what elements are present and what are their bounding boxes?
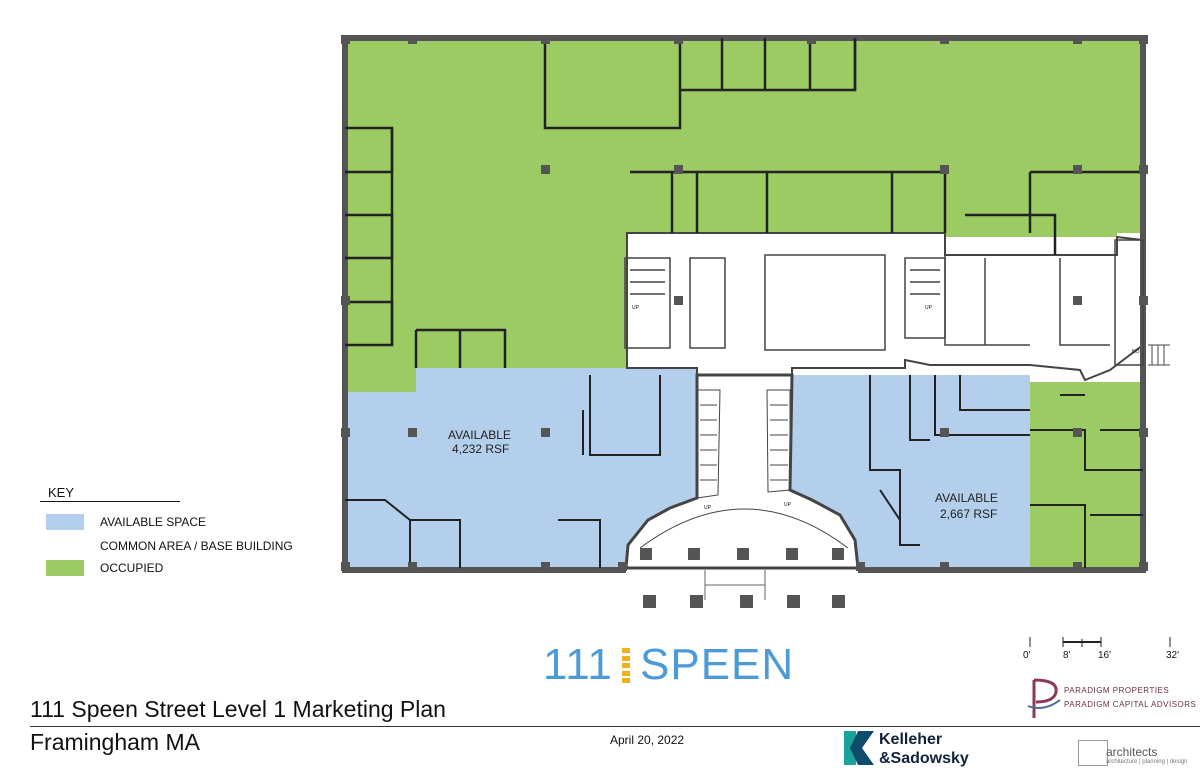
owner-line-1: PARADIGM PROPERTIES: [1064, 686, 1170, 695]
scale-bar: [1029, 637, 1171, 647]
available-east-label: AVAILABLE: [935, 491, 998, 505]
available-area-east: [790, 375, 1030, 568]
plan-location: Framingham MA: [30, 729, 200, 755]
architect-logo-icon: [1078, 740, 1108, 766]
interior-walls-south: [345, 375, 1143, 568]
plan-title: 111 Speen Street Level 1 Marketing Plan: [30, 696, 446, 722]
scale-label-32: 32': [1166, 650, 1180, 661]
available-west-label: AVAILABLE: [448, 428, 511, 442]
owner-line-2: PARADIGM CAPITAL ADVISORS: [1064, 700, 1197, 709]
available-east-size: 2,667 RSF: [940, 507, 998, 521]
occupied-area-east: [1030, 382, 1143, 568]
stair-tag-east: UP: [925, 305, 932, 311]
architect-line-1: architects: [1106, 745, 1158, 759]
scale-label-8: 8': [1063, 650, 1071, 661]
exit-tag: NO: [1132, 349, 1140, 355]
interior-walls: [345, 38, 1143, 368]
architect-line-2: architecture | planning | design: [1106, 759, 1188, 765]
scale-label-16: 16': [1098, 650, 1112, 661]
broker-line-1: Kelleher: [879, 731, 943, 748]
stair-tag-west: UP: [632, 305, 639, 311]
lobby-stair-tag-west: UP: [704, 505, 711, 511]
structural-columns: [341, 35, 1148, 608]
key-label-occupied: OCCUPIED: [100, 561, 164, 575]
key-swatch-available: [46, 514, 84, 530]
available-west-size: 4,232 RSF: [452, 442, 510, 456]
key-title: KEY: [48, 485, 75, 500]
key-label-common: COMMON AREA / BASE BUILDING: [100, 539, 293, 553]
plan-date: April 20, 2022: [610, 733, 685, 747]
entry-vestibule: [704, 570, 766, 600]
brand-name: SPEEN: [640, 640, 795, 689]
brand-divider-icon: [622, 648, 630, 684]
paradigm-logo-icon: [1027, 678, 1061, 718]
broker-line-2: &Sadowsky: [879, 750, 969, 767]
title-divider: [30, 726, 1200, 727]
key-swatch-common: [46, 537, 84, 553]
lobby-stair-tag-east: UP: [784, 502, 791, 508]
kelleher-sadowsky-logo-icon: [844, 731, 874, 765]
scale-label-0: 0': [1023, 650, 1031, 661]
key-swatch-occupied: [46, 560, 84, 576]
available-area-west: [345, 368, 697, 568]
lobby-stairs: [639, 344, 1170, 549]
key-label-available: AVAILABLE SPACE: [100, 515, 207, 529]
key-divider: [40, 501, 180, 502]
brand-number: 111: [543, 640, 613, 689]
